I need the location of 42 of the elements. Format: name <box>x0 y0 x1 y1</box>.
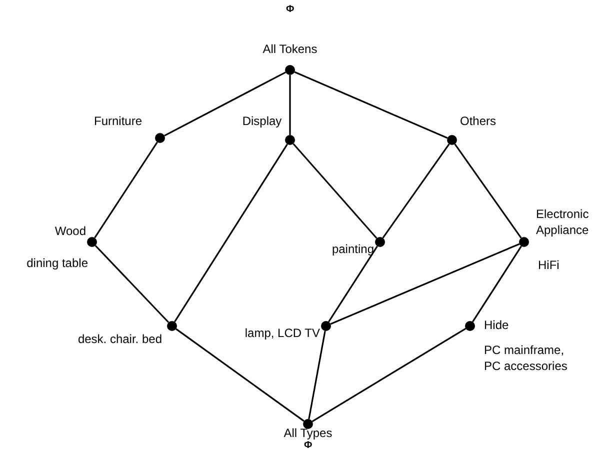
node-label: Furniture <box>92 114 144 128</box>
node-dot <box>285 135 295 145</box>
node-label: All Types <box>282 426 334 440</box>
connector-line <box>312 328 466 422</box>
node-label: All Tokens <box>262 42 318 56</box>
connector-line <box>328 246 378 322</box>
node-label: Display <box>241 114 283 128</box>
connector-line <box>454 144 522 238</box>
empty-set-symbol: Φ <box>304 440 312 451</box>
node-dot <box>167 321 177 331</box>
node-label: Others <box>460 114 498 128</box>
node-label: Electronic Appliance <box>536 206 590 238</box>
node-dot <box>87 237 97 247</box>
connector-line <box>292 143 378 239</box>
connector-line <box>289 75 291 135</box>
node-label: HiFi <box>538 258 560 272</box>
node-dot <box>375 237 385 247</box>
connector-line <box>382 144 450 238</box>
node-label: desk. chair. bed <box>76 332 162 346</box>
connector-line <box>472 246 522 322</box>
connector-line <box>294 71 448 139</box>
node-dot <box>447 135 457 145</box>
node-label: painting <box>330 242 374 256</box>
node-dot <box>465 321 475 331</box>
connector-line <box>164 72 286 136</box>
connector-line <box>330 243 520 325</box>
node-label: lamp, LCD TV <box>244 326 320 340</box>
node-label: PC mainframe, PC accessories <box>484 342 568 374</box>
node-dot <box>155 133 165 143</box>
connector-line <box>308 330 326 420</box>
node-dot <box>321 321 331 331</box>
node-dot <box>303 419 313 429</box>
node-label: Hide <box>484 318 510 332</box>
connector-line <box>174 144 288 322</box>
connector-line <box>94 245 170 323</box>
node-dot <box>519 237 529 247</box>
node-label: Wood <box>54 224 86 238</box>
empty-set-symbol: Φ <box>286 4 294 15</box>
connector-line <box>176 328 304 422</box>
connector-line <box>94 142 158 238</box>
node-dot <box>285 65 295 75</box>
node-label: dining table <box>26 256 88 270</box>
